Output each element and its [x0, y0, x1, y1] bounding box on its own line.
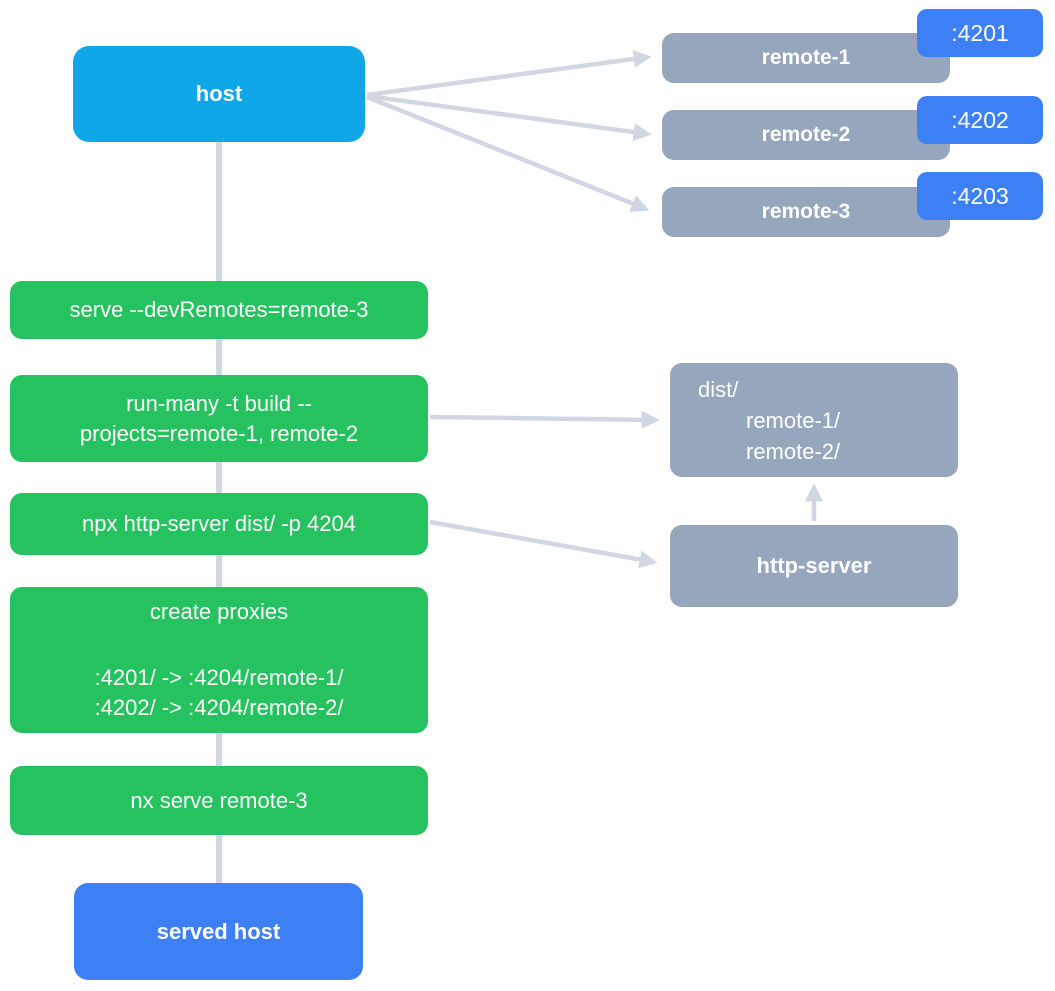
command-run-many-line-1: run-many -t build --: [126, 390, 312, 416]
command-serve-devremotes-text: serve --devRemotes=remote-3: [69, 297, 369, 322]
node-command-nx-serve-remote-3: nx serve remote-3: [10, 766, 428, 835]
command-proxy-rule-1: :4201/ -> :4204/remote-1/: [94, 665, 344, 690]
node-http-server: http-server: [670, 525, 958, 607]
dist-root-label: dist/: [698, 376, 739, 402]
node-host: host: [73, 46, 365, 142]
node-remote-1: remote-1: [662, 33, 950, 83]
arrow-host-to-remote-2: [366, 93, 652, 141]
node-remote-3-label: remote-3: [761, 200, 851, 223]
node-served-host: served host: [74, 883, 363, 980]
port-badge-4203: :4203: [917, 172, 1043, 220]
node-command-run-many-build: run-many -t build -- projects=remote-1, …: [10, 375, 428, 462]
node-command-serve-devremotes: serve --devRemotes=remote-3: [10, 281, 428, 339]
dist-entry-remote-2: remote-2/: [746, 438, 841, 464]
node-remote-1-label: remote-1: [761, 46, 851, 69]
port-badge-4201-label: :4201: [951, 19, 1009, 46]
command-create-proxies-title: create proxies: [149, 599, 289, 624]
arrow-host-to-remote-3: [366, 94, 650, 212]
port-badge-4202: :4202: [917, 96, 1043, 144]
port-badge-4201: :4201: [917, 9, 1043, 57]
node-command-create-proxies: create proxies :4201/ -> :4204/remote-1/…: [10, 587, 428, 733]
dist-entry-remote-1: remote-1/: [746, 407, 841, 433]
command-proxy-rule-2: :4202/ -> :4204/remote-2/: [94, 695, 344, 720]
arrow-host-to-remote-1: [366, 50, 652, 98]
port-badge-4202-label: :4202: [951, 106, 1009, 133]
node-served-host-label: served host: [156, 918, 281, 944]
node-dist-folder: dist/ remote-1/ remote-2/: [670, 363, 958, 477]
node-remote-2-label: remote-2: [761, 123, 851, 146]
port-badge-4203-label: :4203: [951, 182, 1009, 209]
arrow-build-to-dist: [429, 410, 660, 429]
command-nx-serve-remote-3-text: nx serve remote-3: [130, 787, 308, 813]
node-remote-3: remote-3: [662, 187, 950, 237]
command-run-many-line-2: projects=remote-1, remote-2: [79, 420, 359, 446]
node-remote-2: remote-2: [662, 110, 950, 160]
command-npx-http-server-text: npx http-server dist/ -p 4204: [82, 511, 356, 536]
node-host-label: host: [195, 81, 243, 106]
arrow-httpserver-command-to-httpserver: [429, 519, 658, 569]
node-command-npx-http-server: npx http-server dist/ -p 4204: [10, 493, 428, 555]
node-http-server-label: http-server: [756, 553, 872, 578]
